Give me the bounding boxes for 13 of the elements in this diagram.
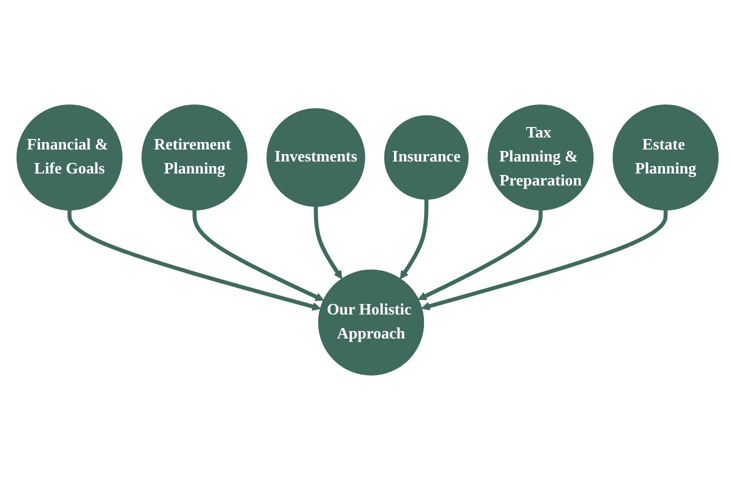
- arrow: [192, 210, 324, 301]
- node-circle: Financial & Life Goals: [16, 104, 123, 210]
- arrow: [422, 210, 668, 310]
- arrow: [314, 206, 343, 280]
- node-circle: Estate Planning: [613, 104, 720, 210]
- node-circle: Investments: [266, 108, 366, 207]
- node-circle: Insurance: [384, 115, 470, 200]
- node-circle: Retirement Planning: [142, 104, 248, 210]
- node-circle: Tax Planning & Preparation: [488, 104, 594, 210]
- node-circle: Our Holistic Approach: [318, 270, 425, 376]
- arrow: [418, 210, 544, 300]
- arrow: [400, 199, 429, 280]
- arrow: [68, 210, 322, 311]
